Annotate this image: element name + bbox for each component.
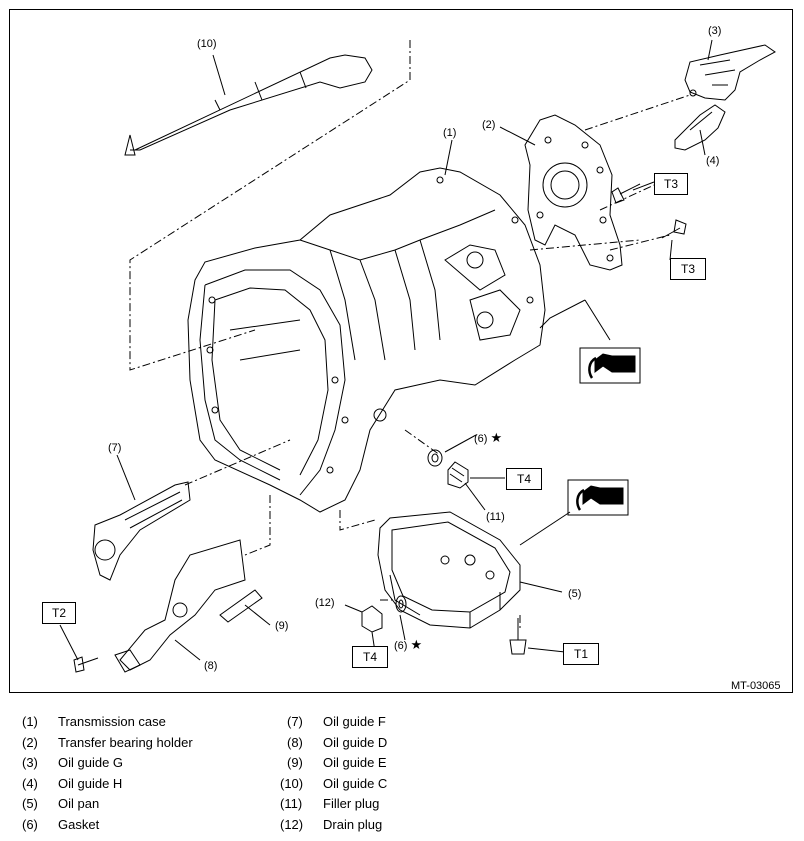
- callout-7: (7): [108, 442, 122, 454]
- bolt-t1: [509, 618, 527, 655]
- transfer-bearing-holder-part: [524, 114, 623, 271]
- callout-9: (9): [275, 620, 289, 632]
- callout-2: (2): [482, 119, 496, 131]
- callout-6-upper: (6) ★: [474, 430, 503, 445]
- oil-guide-g-part: [684, 44, 776, 101]
- bolt-t3-upper: [611, 183, 641, 204]
- callout-10: (10): [197, 38, 217, 50]
- oil-guide-f-part: [92, 481, 191, 581]
- diagram-frame: [9, 9, 793, 693]
- torque-label-t4-lower: T4: [352, 646, 388, 668]
- torque-label-t4-upper: T4: [506, 468, 542, 490]
- callout-3: (3): [708, 25, 722, 37]
- oil-guide-c-part: [124, 54, 373, 156]
- callout-6-lower: (6) ★: [394, 637, 423, 652]
- callout-5: (5): [568, 588, 582, 600]
- gasket-filler-part: [427, 449, 469, 489]
- star-mark: ★: [410, 637, 423, 652]
- star-mark: ★: [490, 430, 503, 445]
- drain-plug-part: [361, 595, 407, 633]
- oil-guide-d-part: [114, 539, 246, 673]
- leader-lines: [59, 39, 713, 661]
- callout-8: (8): [204, 660, 218, 672]
- oil-pan-part: [377, 511, 521, 629]
- bolt-t2: [73, 656, 99, 673]
- torque-label-t3-lower: T3: [670, 258, 706, 280]
- oil-guide-e-part: [219, 589, 263, 623]
- transmission-case-part: [187, 167, 546, 513]
- torque-label-t2: T2: [42, 602, 76, 624]
- alignment-lines: [129, 40, 691, 630]
- callout-12: (12): [315, 597, 335, 609]
- drawing-id: MT-03065: [731, 680, 781, 692]
- sealant-icon: [567, 479, 629, 516]
- bolt-t3-lower: [661, 219, 687, 239]
- callout-4: (4): [706, 155, 720, 167]
- sealant-icon: [579, 347, 641, 384]
- torque-label-t3-upper: T3: [654, 173, 688, 195]
- exploded-view-drawing: [59, 39, 776, 673]
- oil-guide-h-part: [674, 104, 726, 151]
- callout-11: (11): [486, 511, 505, 523]
- callout-1: (1): [443, 127, 457, 139]
- torque-label-t1: T1: [563, 643, 599, 665]
